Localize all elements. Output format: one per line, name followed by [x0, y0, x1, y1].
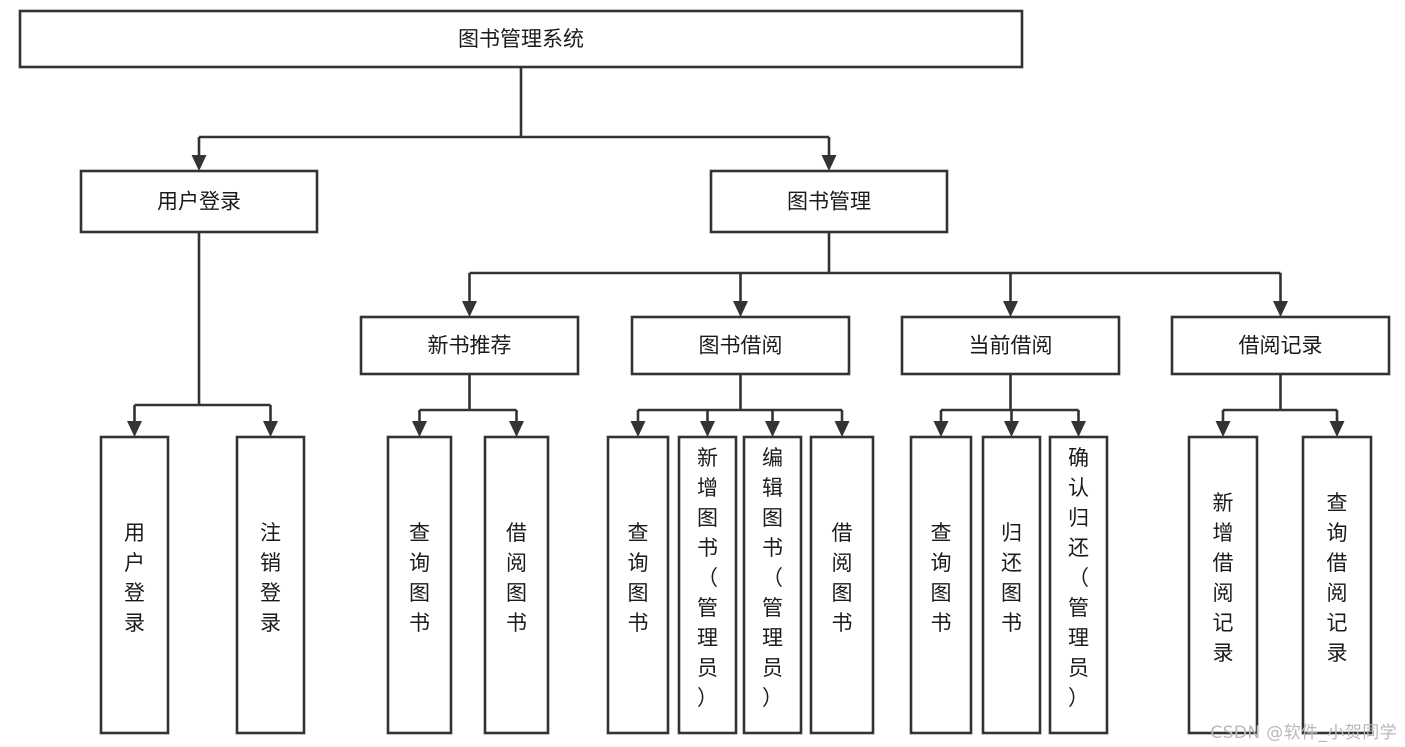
node-root-system-label: 图书管理系统 — [458, 27, 584, 51]
node-level3-0-box[interactable] — [359, 315, 580, 376]
node-level2-1-box[interactable] — [709, 169, 949, 234]
node-leaf-8[interactable]: 查询图书 — [909, 435, 973, 735]
l3-1-branch-3-arrowhead — [834, 421, 850, 437]
node-leaf-3[interactable]: 借阅图书 — [483, 435, 550, 735]
node-level3-3-box[interactable] — [1170, 315, 1391, 376]
node-level2-0-box[interactable] — [79, 169, 319, 234]
node-leaf-8-box[interactable] — [909, 435, 973, 735]
l3-1-branch-2-arrowhead — [765, 421, 780, 437]
l3-2-branch-2-arrowhead — [1071, 421, 1086, 437]
l3-2-branch-1-arrowhead — [1004, 421, 1019, 437]
node-leaf-11[interactable]: 新增借阅记录 — [1187, 435, 1259, 735]
node-level2-0-label: 用户登录 — [157, 190, 241, 214]
node-level3-3-label: 借阅记录 — [1239, 334, 1323, 358]
l3-1-branch-0-arrowhead — [630, 421, 646, 437]
book-management-branch-0-arrowhead — [462, 301, 477, 317]
node-leaf-3-label: 借阅图书 — [506, 521, 527, 635]
l3-0-branch-0-arrowhead — [412, 421, 427, 437]
node-level3-2-label: 当前借阅 — [969, 334, 1053, 358]
node-leaf-2-label: 查询图书 — [409, 521, 430, 635]
node-root-system[interactable]: 图书管理系统 — [18, 9, 1024, 69]
node-leaf-4-box[interactable] — [606, 435, 670, 735]
node-leaf-9[interactable]: 归还图书 — [981, 435, 1042, 735]
node-leaf-6-box[interactable] — [742, 435, 803, 735]
node-leaf-1-label: 注销登录 — [260, 521, 281, 635]
root-branch-0-arrowhead — [191, 155, 207, 171]
node-level3-1[interactable]: 图书借阅 — [630, 315, 851, 376]
node-leaf-12[interactable]: 查询借阅记录 — [1301, 435, 1373, 735]
user-login-branch-0-arrowhead — [127, 421, 142, 437]
node-leaf-11-box[interactable] — [1187, 435, 1259, 735]
node-leaf-8-label: 查询图书 — [931, 521, 952, 635]
node-level3-2[interactable]: 当前借阅 — [900, 315, 1121, 376]
node-leaf-1[interactable]: 注销登录 — [235, 435, 306, 735]
node-leaf-7[interactable]: 借阅图书 — [809, 435, 875, 735]
node-leaf-0[interactable]: 用户登录 — [99, 435, 170, 735]
node-leaf-6-label: 编辑图书（管理员） — [762, 446, 783, 710]
node-root-system-box[interactable] — [18, 9, 1024, 69]
user-login-branch-1-arrowhead — [263, 421, 278, 437]
connectors-layer — [127, 67, 1345, 437]
node-leaf-10[interactable]: 确认归还（管理员） — [1048, 435, 1109, 735]
node-leaf-4[interactable]: 查询图书 — [606, 435, 670, 735]
node-leaf-12-label: 查询借阅记录 — [1327, 491, 1348, 665]
book-management-branch-1-arrowhead — [733, 301, 748, 317]
node-leaf-4-label: 查询图书 — [628, 521, 649, 635]
node-level2-0[interactable]: 用户登录 — [79, 169, 319, 234]
node-leaf-12-box[interactable] — [1301, 435, 1373, 735]
node-leaf-9-box[interactable] — [981, 435, 1042, 735]
node-leaf-7-label: 借阅图书 — [832, 521, 853, 635]
node-leaf-7-box[interactable] — [809, 435, 875, 735]
l3-3-branch-1-arrowhead — [1329, 421, 1345, 437]
nodes-layer: 图书管理系统用户登录图书管理新书推荐图书借阅当前借阅借阅记录用户登录注销登录查询… — [18, 9, 1391, 735]
node-leaf-9-label: 归还图书 — [1001, 521, 1022, 635]
node-leaf-6[interactable]: 编辑图书（管理员） — [742, 435, 803, 735]
l3-2-branch-0-arrowhead — [933, 421, 949, 437]
l3-1-branch-1-arrowhead — [700, 421, 715, 437]
node-leaf-5[interactable]: 新增图书（管理员） — [677, 435, 738, 735]
book-management-branch-2-arrowhead — [1003, 301, 1018, 317]
node-leaf-1-box[interactable] — [235, 435, 306, 735]
node-level3-3[interactable]: 借阅记录 — [1170, 315, 1391, 376]
node-leaf-10-label: 确认归还（管理员） — [1068, 446, 1089, 710]
node-leaf-10-box[interactable] — [1048, 435, 1109, 735]
book-management-branch-3-arrowhead — [1273, 301, 1288, 317]
node-leaf-0-label: 用户登录 — [124, 521, 145, 635]
node-leaf-5-box[interactable] — [677, 435, 738, 735]
node-leaf-3-box[interactable] — [483, 435, 550, 735]
node-leaf-0-box[interactable] — [99, 435, 170, 735]
node-level3-2-box[interactable] — [900, 315, 1121, 376]
node-level2-1-label: 图书管理 — [787, 190, 871, 214]
node-leaf-2[interactable]: 查询图书 — [386, 435, 453, 735]
node-leaf-2-box[interactable] — [386, 435, 453, 735]
node-leaf-5-label: 新增图书（管理员） — [697, 446, 718, 710]
node-leaf-11-label: 新增借阅记录 — [1213, 491, 1234, 665]
l3-0-branch-1-arrowhead — [509, 421, 524, 437]
root-branch-1-arrowhead — [821, 155, 837, 171]
l3-3-branch-0-arrowhead — [1215, 421, 1231, 437]
node-level2-1[interactable]: 图书管理 — [709, 169, 949, 234]
node-level3-1-label: 图书借阅 — [699, 334, 783, 358]
node-level3-0-label: 新书推荐 — [428, 334, 512, 358]
node-level3-1-box[interactable] — [630, 315, 851, 376]
node-level3-0[interactable]: 新书推荐 — [359, 315, 580, 376]
